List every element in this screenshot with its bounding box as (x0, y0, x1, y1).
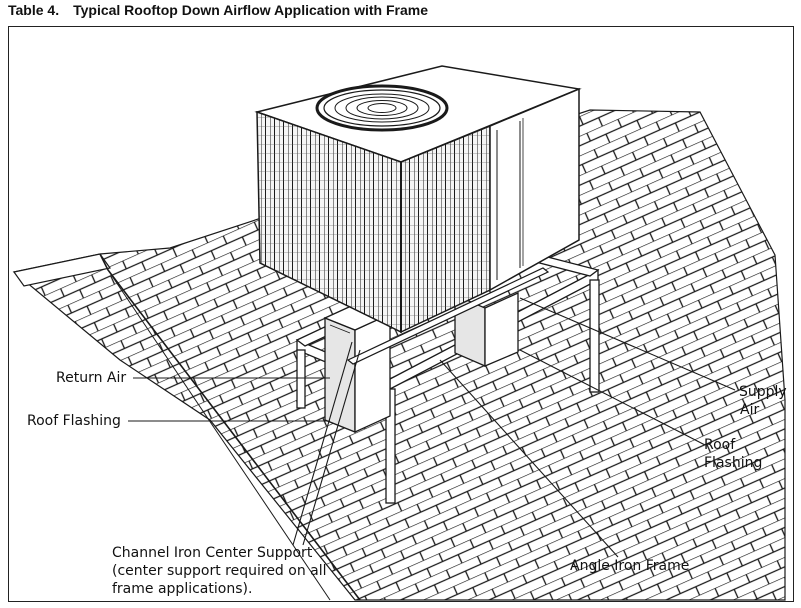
channel-iron-center-support (346, 267, 550, 365)
supply-air-duct (454, 291, 519, 367)
frame-leg-right (589, 279, 600, 393)
label-return-air: Return Air (56, 370, 127, 386)
label-channel-iron-line2: (center support required on all (112, 563, 327, 579)
leader-roof-flashing-right (519, 349, 706, 446)
label-supply-air: Supply Air (739, 383, 787, 419)
leader-supply-air (519, 297, 736, 391)
leader-channel-iron-2 (292, 341, 353, 546)
unit-access-panel (489, 87, 580, 292)
fan-icon (315, 84, 449, 132)
label-roof-flashing-left: Roof Flashing (27, 413, 121, 429)
figure-title: Table 4. Typical Rooftop Down Airflow App… (8, 2, 428, 18)
roof-ridge-left (12, 253, 112, 287)
label-channel-iron-line1: Channel Iron Center Support (112, 545, 313, 561)
figure-frame (8, 26, 794, 602)
return-air-duct (323, 301, 392, 434)
label-roof-flashing-right-line1: Roof (704, 437, 736, 453)
roof-surface (12, 109, 786, 601)
frame-leg-back-left (296, 349, 306, 409)
roof (12, 109, 786, 601)
leader-lines (128, 297, 736, 558)
label-channel-iron-line3: frame applications). (112, 581, 253, 597)
table-number: Table 4. (8, 2, 60, 18)
rooftop-unit (254, 65, 582, 334)
leader-channel-iron (302, 349, 361, 546)
leader-angle-iron (439, 359, 619, 558)
label-angle-iron-frame: Angle Iron Frame (570, 558, 690, 574)
table-caption: Typical Rooftop Down Airflow Application… (73, 2, 429, 18)
label-channel-iron-center-support: Channel Iron Center Support (center supp… (112, 544, 327, 598)
label-supply-air-line1: Supply (739, 384, 787, 400)
label-supply-air-line2: Air (740, 402, 760, 418)
label-roof-flashing-right-line2: Flashing (704, 455, 763, 471)
label-roof-flashing-right: Roof Flashing (704, 436, 762, 472)
